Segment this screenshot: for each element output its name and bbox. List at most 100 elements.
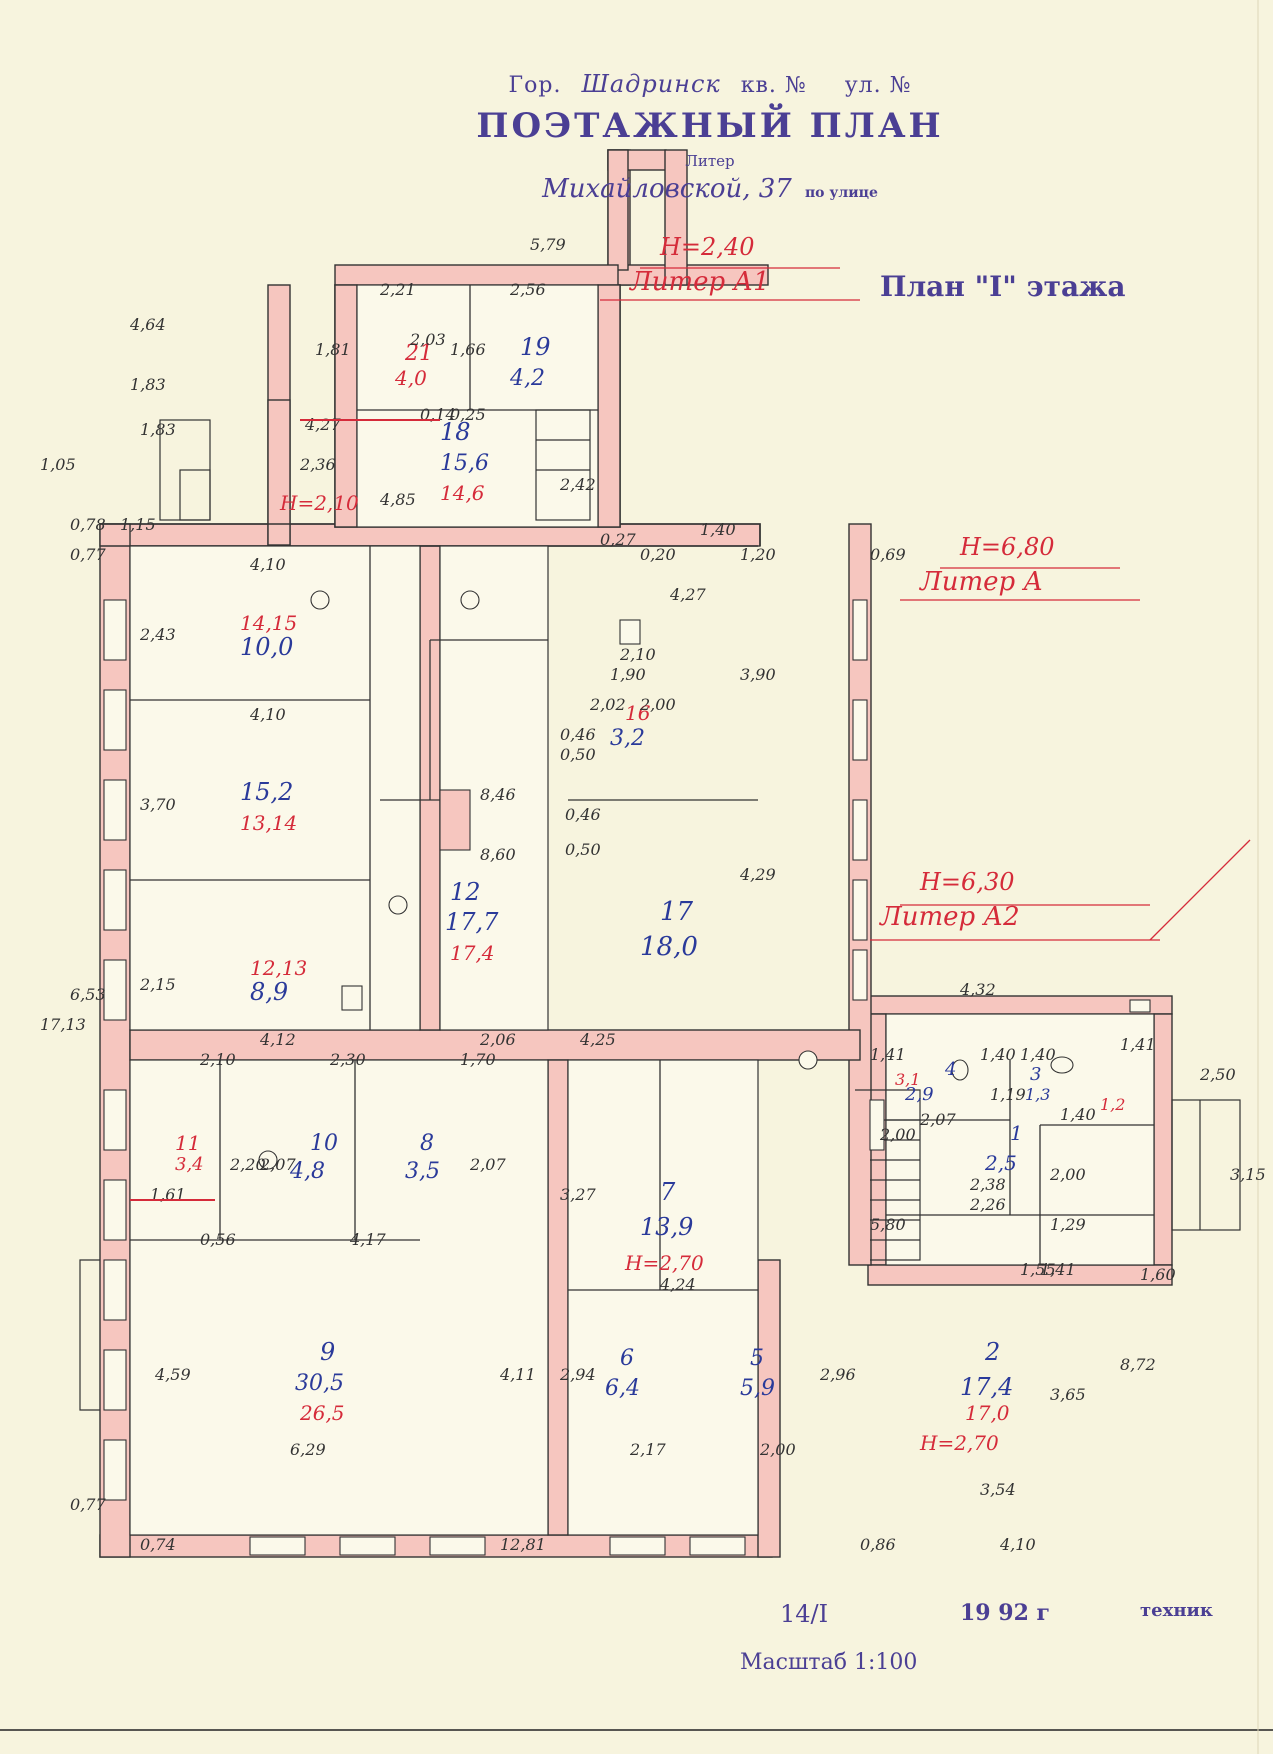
room-12-old-area: 17,4 (450, 941, 495, 965)
liter-a-name: Литер А (918, 567, 1043, 597)
dim-label: 2,96 (819, 1365, 856, 1384)
dim-label: 17,13 (40, 1015, 86, 1034)
room-7-number: 7 (660, 1178, 676, 1206)
room-4-number: 4 (944, 1059, 956, 1080)
dim-label: 2,50 (1199, 1065, 1236, 1084)
room-18-old-area: 14,6 (440, 481, 485, 505)
stove-icon (619, 619, 641, 645)
dim-label: 3,70 (140, 795, 176, 814)
dim-label: 1,41 (870, 1045, 906, 1064)
liter-a1-name: Литер А1 (628, 267, 770, 297)
dim-label: 4,12 (259, 1030, 296, 1049)
room-5-7-block (567, 1059, 759, 1536)
liter-underlines (600, 267, 1251, 941)
dim-label: 2,00 (759, 1440, 796, 1459)
toilet-icon (258, 1150, 278, 1170)
dim-label: 8,46 (480, 785, 516, 804)
room-6-area: 6,4 (605, 1376, 640, 1401)
windows (103, 599, 1151, 1556)
room-19-number: 19 (520, 333, 551, 361)
dim-label: 2,00 (1049, 1165, 1086, 1184)
room-16-area: 3,2 (610, 726, 645, 751)
dim-label: 2,07 (919, 1110, 956, 1129)
scale-stamp: Масштаб 1:100 (740, 1650, 918, 1675)
porch-a2 (1171, 1099, 1241, 1231)
room-1-old-area: 1,2 (1100, 1095, 1125, 1114)
dim-label: 2,30 (329, 1050, 366, 1069)
dim-label: 1,19 (990, 1085, 1026, 1104)
dim-label: 1,29 (1050, 1215, 1086, 1234)
room-12-number: 12 (450, 878, 481, 906)
dim-label: 2,07 (469, 1155, 506, 1174)
dim-label: 1,70 (460, 1050, 496, 1069)
room-19-area: 4,2 (509, 366, 545, 391)
room-12-block (439, 545, 549, 1031)
dim-label: 0,69 (870, 545, 906, 564)
liter-a1-height: Н=2,40 (659, 233, 754, 261)
stamp-city-label: Гор. (508, 73, 562, 98)
room-17-area: 18,0 (640, 932, 698, 962)
dim-label: 3,65 (1050, 1385, 1086, 1404)
dim-label: 1,90 (610, 665, 646, 684)
title-stamp: Гор. Шадринск кв. № ул. № ПОЭТАЖНЫЙ ПЛАН… (430, 70, 990, 204)
liter-labels: Литер А2 Н=6,30 Литер А Н=6,80 Литер А1 … (628, 233, 1054, 932)
liter-a-height: Н=6,80 (959, 533, 1054, 561)
dim-label: 2,17 (629, 1440, 666, 1459)
dim-label: 1,81 (315, 340, 351, 359)
room-labels: 1 2,5 2 17,4 3 1,3 4 2,9 5 5,9 6 6,4 7 1… (175, 333, 1050, 1401)
room-15-area: 10,0 (240, 633, 293, 661)
dim-label: 1,41 (1040, 1260, 1076, 1279)
dim-label: 12,81 (500, 1535, 546, 1554)
sink-icon (460, 590, 480, 610)
dim-label: 0,27 (600, 530, 636, 549)
stamp-street-label: по улице (804, 185, 878, 201)
dim-label: 1,41 (1120, 1035, 1156, 1054)
room-18-number: 18 (440, 418, 471, 446)
dim-label: 4,27 (304, 415, 341, 434)
room-7-height: Н=2,70 (624, 1251, 704, 1275)
dim-label: 1,40 (980, 1045, 1016, 1064)
room-2-area (885, 1013, 1155, 1266)
dim-label: 1,66 (450, 340, 486, 359)
room-1-number: 1 (1010, 1121, 1023, 1145)
dim-label: 0,86 (860, 1535, 896, 1554)
dim-label: 2,36 (299, 455, 336, 474)
inventory-number: 14/I (780, 1600, 829, 1628)
red-notes: 17,0 Н=2,70 Н=2,70 26,5 17,4 13,14 12,13… (240, 481, 1125, 1455)
stamp-city: Шадринск (581, 70, 721, 98)
dim-label: 2,42 (559, 475, 596, 494)
dim-label: 1,40 (1060, 1105, 1096, 1124)
dim-label: 0,77 (70, 1495, 106, 1514)
dim-label: 4,59 (154, 1365, 191, 1384)
dim-label: 0,14 (420, 405, 456, 424)
dim-label: 2,21 (379, 280, 416, 299)
room-2-area: 17,4 (960, 1373, 1013, 1401)
wall-segment (129, 1029, 861, 1061)
chimney (439, 789, 471, 851)
dim-label: 1,05 (40, 455, 76, 474)
dim-label: 4,32 (959, 980, 996, 999)
dim-label: 1,60 (1140, 1265, 1176, 1284)
room-2-number: 2 (984, 1338, 1000, 1366)
room-1-area: 2,5 (984, 1151, 1017, 1175)
dim-label: 0,74 (140, 1535, 176, 1554)
room-12-area: 17,7 (445, 908, 499, 936)
dim-label: 2,06 (479, 1030, 516, 1049)
dim-label: 5,80 (870, 1215, 906, 1234)
dim-label: 3,90 (740, 665, 776, 684)
room-9-old-area: 26,5 (299, 1401, 345, 1425)
dim-label: 1,83 (130, 375, 166, 394)
dim-label: 4,17 (349, 1230, 386, 1249)
room-6-9-block (129, 1059, 549, 1536)
dim-label: 1,55 (1020, 1260, 1056, 1279)
dim-label: 4,24 (659, 1275, 696, 1294)
dim-label: 4,29 (739, 865, 776, 884)
dim-label: 4,85 (379, 490, 416, 509)
dim-label: 0,77 (70, 545, 106, 564)
room-16-old-area: 16 (625, 701, 651, 725)
dim-label: 6,53 (70, 985, 106, 1004)
room-14-area: 8,9 (250, 978, 288, 1006)
dim-label: 2,26 (969, 1195, 1006, 1214)
room-7-area: 13,9 (640, 1213, 693, 1241)
